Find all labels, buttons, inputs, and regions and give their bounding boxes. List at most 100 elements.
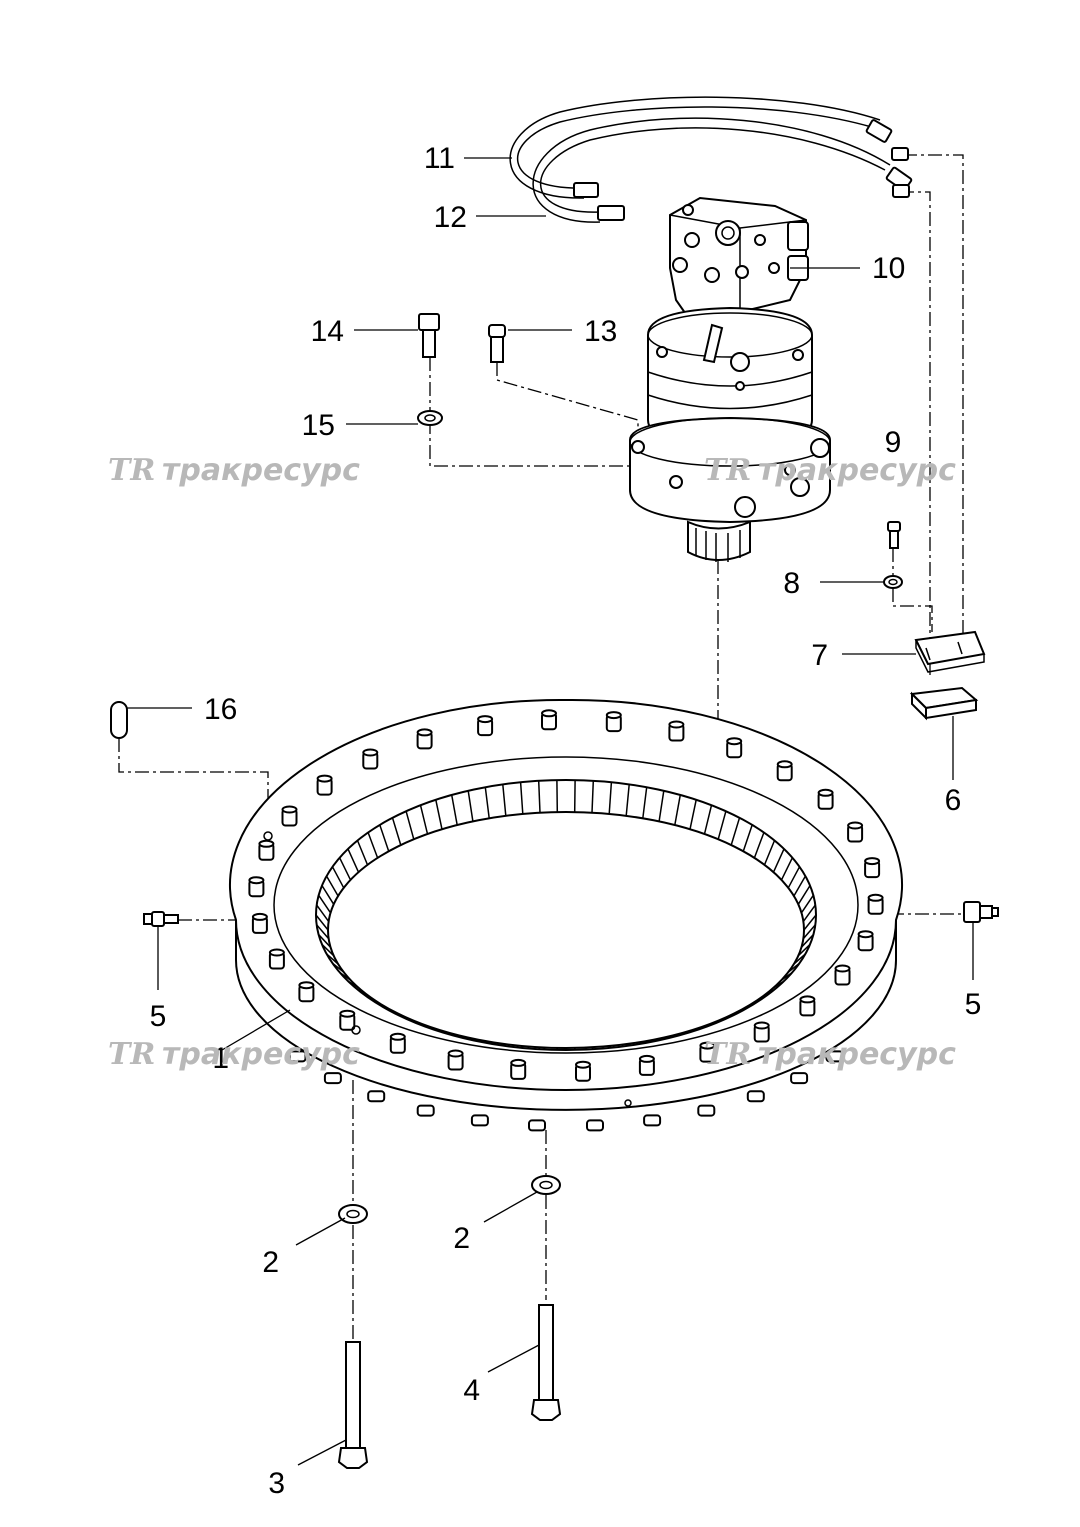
gear-tooth	[519, 782, 524, 815]
ring-stud	[864, 857, 881, 879]
ring-stud	[867, 893, 884, 915]
ring-stud	[248, 876, 265, 898]
gear-tooth	[338, 857, 352, 881]
ring-bottom-bolt	[288, 1050, 307, 1063]
gear-tooth	[625, 784, 630, 816]
bolt-14	[418, 313, 440, 358]
gear-tooth	[793, 875, 807, 897]
callout-13: 13	[584, 315, 617, 348]
gear-tooth	[405, 811, 415, 840]
bolt-4	[530, 1304, 562, 1421]
ring-stud	[638, 1054, 655, 1076]
gear-tooth	[321, 885, 335, 905]
watermark-bottom-right: TR тракресурс	[704, 1037, 956, 1072]
callout-11: 11	[424, 142, 455, 175]
svg-text:тракресурс: тракресурс	[758, 453, 956, 488]
gear-tooth	[763, 840, 776, 866]
ring-stud	[753, 1021, 770, 1043]
svg-text:тракресурс: тракресурс	[162, 453, 360, 488]
hose-fitting	[891, 147, 909, 161]
gear-tooth	[321, 943, 335, 957]
callout-2-left: 2	[262, 1246, 279, 1279]
callout-1: 1	[212, 1042, 229, 1075]
callout-12: 12	[434, 201, 467, 234]
washer-2-right	[531, 1175, 561, 1195]
ring-stud	[605, 711, 622, 733]
gear-tooth	[315, 914, 329, 931]
ring-stud	[258, 839, 275, 861]
ring-stud	[339, 1009, 356, 1031]
gear-tooth	[642, 787, 648, 819]
callout-10: 10	[872, 252, 905, 285]
ring-stud	[362, 748, 379, 770]
svg-text:тракресурс: тракресурс	[162, 1037, 360, 1072]
ring-top-studs	[248, 709, 884, 1082]
ring-bottom-bolt	[470, 1114, 489, 1127]
ring-stud	[268, 948, 285, 970]
ring-stud	[389, 1032, 406, 1054]
gear-tooth	[450, 794, 458, 826]
gear-tooth	[730, 817, 741, 846]
ring-bottom-bolt	[746, 1090, 765, 1103]
screw-13	[488, 324, 506, 363]
ring-stud	[834, 964, 851, 986]
grease-fitting-5-left	[143, 911, 179, 927]
svg-text:TR: TR	[704, 453, 751, 488]
ring-stud	[316, 774, 333, 796]
gear-tooth	[658, 790, 665, 822]
gear-tooth	[318, 934, 332, 948]
svg-text:TR: TR	[704, 1037, 751, 1072]
ring-stud	[776, 760, 793, 782]
washer-2-left	[338, 1204, 368, 1224]
ring-bottom-bolt	[697, 1104, 716, 1117]
pin-16	[110, 701, 128, 739]
ring-stud	[510, 1058, 527, 1080]
gear-tooth	[318, 894, 332, 914]
gear-tooth	[753, 832, 765, 859]
callout-5-left: 5	[150, 1000, 167, 1033]
ring-stud	[668, 720, 685, 742]
gear-tooth	[608, 782, 613, 815]
callout-14: 14	[311, 315, 344, 348]
ring-bottom-bolt	[586, 1119, 604, 1132]
gear-tooth	[379, 824, 390, 852]
gear-tooth	[780, 857, 794, 881]
callout-15: 15	[302, 409, 335, 442]
gear-tooth	[802, 924, 816, 940]
svg-text:TR: TR	[108, 1037, 155, 1072]
svg-text:тракресурс: тракресурс	[758, 1037, 956, 1072]
washer-15	[417, 410, 443, 426]
ring-stud	[817, 788, 834, 810]
ring-stud	[726, 737, 743, 759]
ring-stud	[575, 1060, 591, 1082]
ring-bottom-bolt	[323, 1072, 342, 1085]
gear-tooth	[717, 811, 727, 840]
ring-stud	[799, 995, 816, 1017]
ring-stud	[298, 981, 315, 1003]
ring-bottom-bolt	[790, 1072, 809, 1085]
ring-stud	[251, 912, 268, 934]
hose-fitting	[865, 119, 893, 143]
gear-tooth	[800, 934, 814, 948]
hose-assembly	[509, 96, 913, 223]
gear-tooth	[537, 780, 541, 813]
hose-fitting	[597, 205, 625, 221]
plate-7	[914, 630, 986, 673]
callout-8: 8	[783, 567, 800, 600]
callout-3: 3	[268, 1467, 285, 1500]
gear-tooth	[787, 866, 801, 889]
hose-fitting	[573, 182, 599, 198]
ring-bottom-bolts	[288, 1050, 844, 1132]
callout-16: 16	[204, 693, 237, 726]
ring-stud	[281, 805, 298, 827]
bolt-3	[337, 1341, 369, 1469]
gear-tooth	[591, 780, 595, 813]
gear-tooth	[391, 817, 402, 846]
ring-stud	[541, 709, 557, 731]
gear-tooth	[502, 784, 507, 816]
hose-fitting	[892, 184, 910, 198]
gear-tooth	[435, 799, 443, 830]
callout-2-right: 2	[453, 1222, 470, 1255]
gear-tooth	[356, 840, 369, 866]
